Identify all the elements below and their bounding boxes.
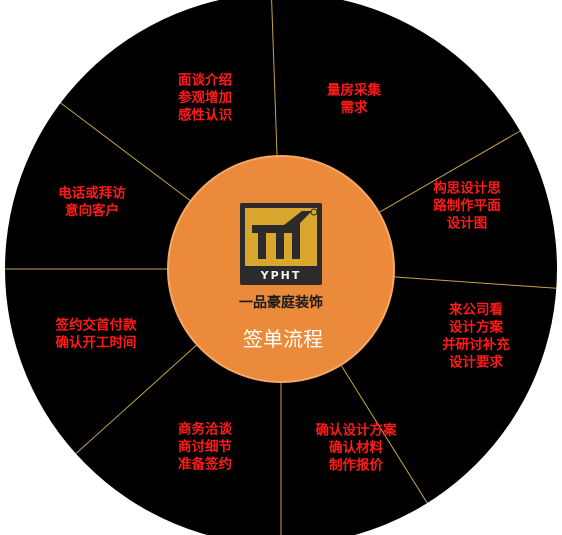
step-line: 路制作平面: [433, 197, 501, 214]
divider-line: [75, 344, 198, 455]
step-line: 参观增加: [178, 89, 232, 106]
step-label-7: 电话或拜访意向客户: [58, 184, 126, 219]
step-line: 需求: [341, 99, 368, 116]
step-line: 感性认识: [178, 107, 232, 124]
divider-line: [60, 102, 192, 202]
step-line: 确认设计方案: [316, 422, 397, 439]
step-label-5: 商务洽谈商讨细节准备签约: [178, 421, 232, 473]
divider-line: [378, 130, 521, 213]
divider-line: [393, 276, 557, 289]
step-label-8: 面谈介绍参观增加感性认识: [178, 72, 232, 124]
step-line: 意向客户: [65, 202, 119, 219]
step-line: 面谈介绍: [178, 72, 232, 89]
step-line: 商讨细节: [178, 438, 232, 455]
logo-icon: YPHT: [240, 203, 322, 285]
divider-line: [271, 0, 278, 157]
step-labels: 量房采集需求构思设计思路制作平面设计图来公司看设计方案并研讨补充设计要求确认设计…: [55, 72, 511, 474]
step-line: 电话或拜访: [58, 184, 126, 201]
step-label-4: 确认设计方案确认材料制作报价: [316, 422, 397, 474]
step-line: 制作报价: [329, 457, 383, 474]
segment-dividers: [5, 0, 557, 535]
step-line: 确认材料: [329, 439, 383, 456]
step-label-6: 签约交首付款确认开工时间: [55, 316, 137, 351]
step-label-3: 来公司看设计方案并研讨补充设计要求: [442, 301, 510, 371]
logo-letters: YPHT: [260, 269, 302, 282]
step-label-2: 构思设计思路制作平面设计图: [433, 180, 501, 232]
divider-line: [340, 364, 428, 504]
step-line: 设计图: [447, 215, 488, 232]
brand-name: 一品豪庭装饰: [239, 294, 323, 311]
step-line: 确认开工时间: [56, 334, 137, 351]
step-line: 准备签约: [178, 456, 232, 473]
step-line: 商务洽谈: [178, 421, 232, 438]
step-line: 构思设计思: [433, 180, 501, 197]
step-line: 设计要求: [449, 353, 503, 370]
step-line: 并研讨补充: [442, 336, 510, 353]
step-line: 签约交首付款: [55, 316, 137, 333]
hub-title: 签单流程: [243, 327, 323, 351]
step-label-1: 量房采集需求: [327, 81, 381, 116]
step-line: 来公司看: [448, 301, 503, 318]
step-line: 量房采集: [327, 81, 381, 98]
step-line: 设计方案: [449, 318, 503, 335]
